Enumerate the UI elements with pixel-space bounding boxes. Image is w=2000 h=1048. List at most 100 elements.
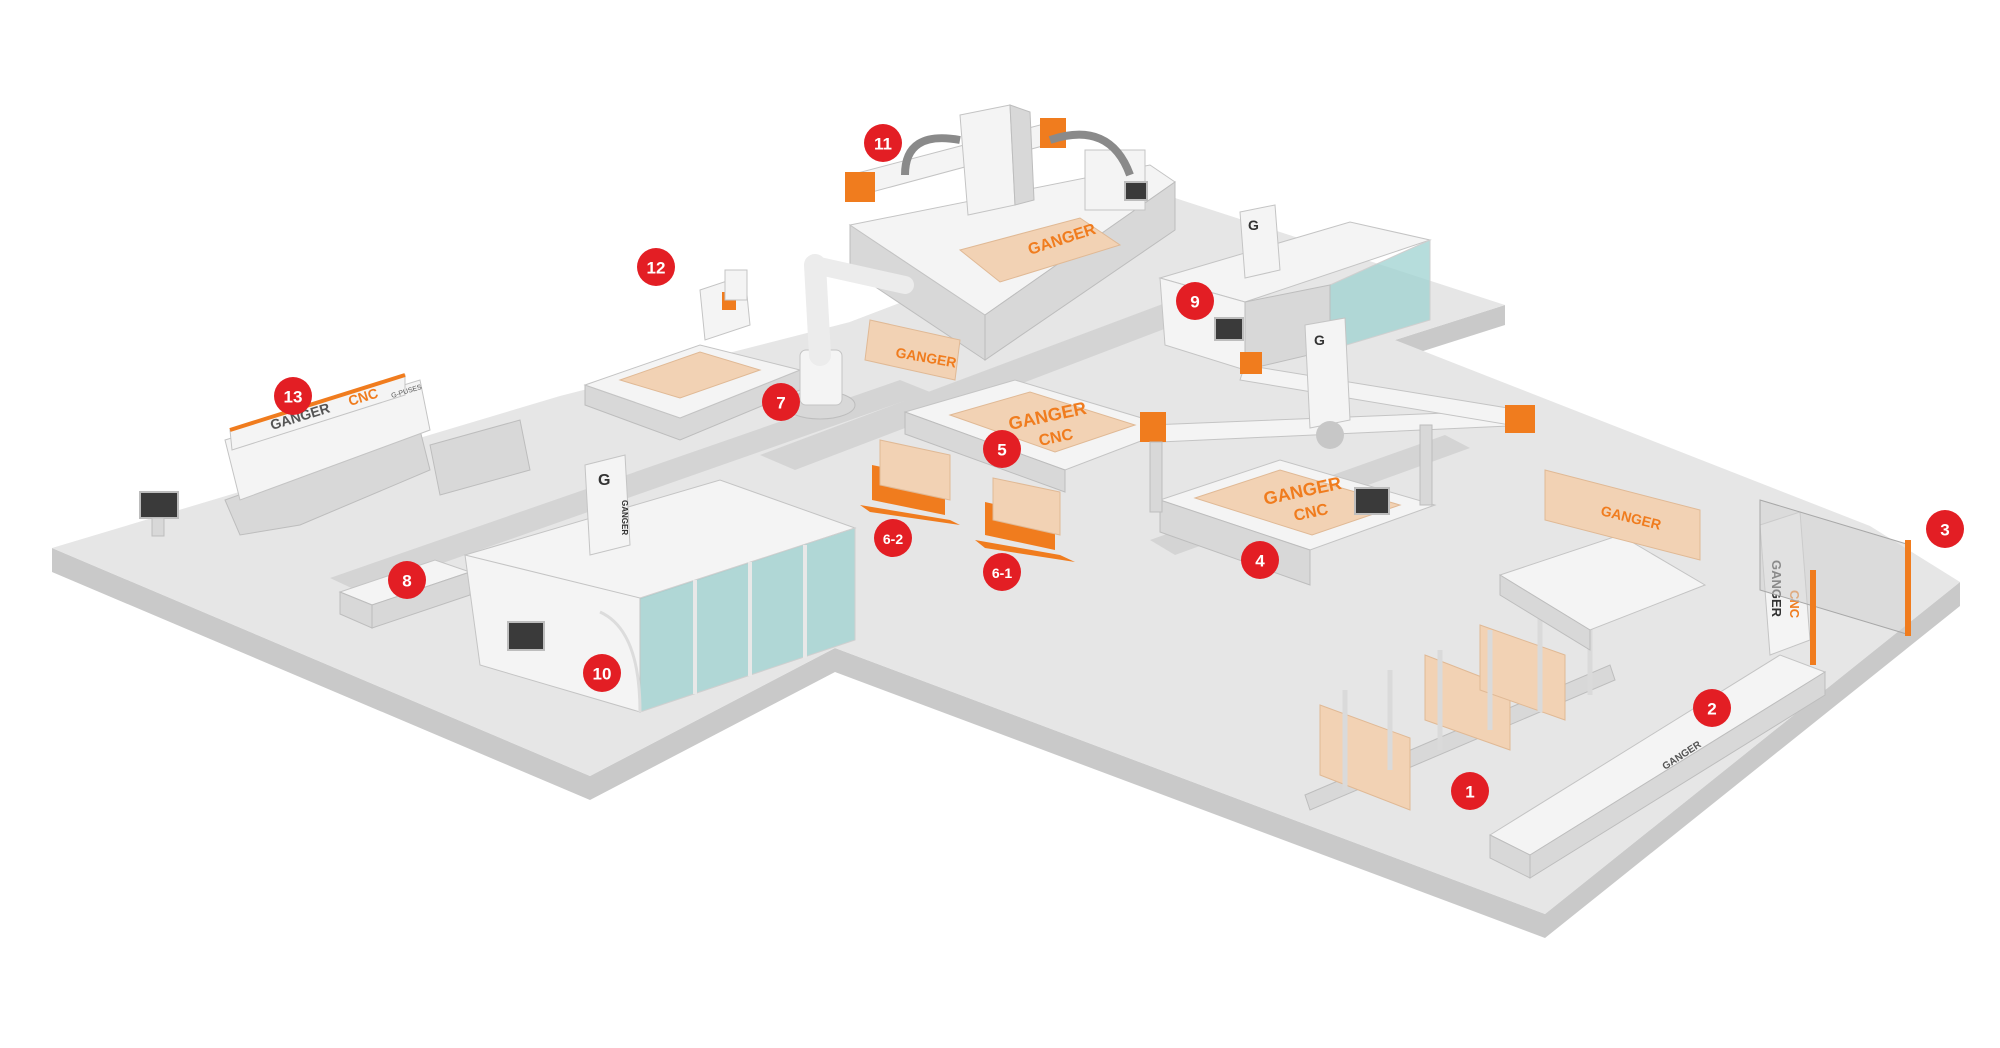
marker-3-circle — [1926, 510, 1964, 548]
marker-4-label: 4 — [1255, 552, 1265, 571]
machine-9-control-panel — [1214, 317, 1244, 341]
marker-7-label: 7 — [776, 394, 785, 413]
machine-3-safety-fence — [1759, 499, 1911, 665]
machine-4-slab — [1193, 469, 1402, 536]
machine-4-leg-left — [1149, 441, 1163, 513]
marker-11: 11 — [864, 124, 902, 162]
marker-4: 4 — [1241, 541, 1279, 579]
machine-13-control-stand — [151, 517, 165, 537]
marker-10-label: 10 — [593, 665, 612, 684]
marker-2-label: 2 — [1707, 700, 1716, 719]
marker-7-circle — [762, 383, 800, 421]
floor-side-right — [1545, 582, 1960, 938]
marker-6-1-label: 6-1 — [992, 565, 1012, 581]
marker-6-1: 6-1 — [983, 553, 1021, 591]
machine-3-fence-post-right — [1905, 540, 1911, 636]
marker-13-circle — [274, 377, 312, 415]
machine-4-gantry-corner-right — [1505, 405, 1535, 433]
floor-side-front — [590, 648, 835, 800]
machine-1-slab-rack — [1304, 590, 1616, 811]
machine-12-workpiece — [618, 351, 762, 399]
machine-11-spindle-side — [1009, 104, 1035, 206]
marker-4-circle — [1241, 541, 1279, 579]
machine-11-bridge-saw: GANGER — [845, 104, 1176, 361]
marker-2-circle — [1693, 689, 1731, 727]
marker-6-1-circle — [983, 553, 1021, 591]
machine-4-slab-logo-suffix: CNC — [1292, 501, 1330, 525]
marker-6-2-circle — [874, 519, 912, 557]
machine-2-tilt-table-front — [1499, 574, 1591, 651]
marker-9: 9 — [1176, 282, 1214, 320]
machine-11-spindle-head — [959, 104, 1016, 216]
machine-10-monogram: G — [598, 472, 610, 489]
marker-1: 1 — [1451, 772, 1489, 810]
marker-7: 7 — [762, 383, 800, 421]
machine-3-fence-post-left — [1810, 570, 1816, 665]
marker-5-label: 5 — [997, 441, 1006, 460]
machine-13-roller-table — [429, 419, 531, 496]
machine-10-column-label: GANGER — [620, 500, 629, 535]
machine-11-slab — [958, 217, 1122, 283]
machine-7-upper-arm — [806, 256, 914, 294]
machine-8-left — [339, 591, 373, 629]
marker-8-circle — [388, 561, 426, 599]
marker-10: 10 — [583, 654, 621, 692]
machine-4-gantry-corner-left — [1140, 412, 1166, 442]
marker-1-label: 1 — [1465, 783, 1474, 802]
machine-10-control-panel — [507, 621, 545, 651]
machine-4-control-panel — [1354, 487, 1390, 515]
easel-6-1-slab — [992, 477, 1061, 536]
easel-6-1 — [975, 477, 1075, 562]
machine-9-spindle-column — [1239, 204, 1281, 279]
marker-12-label: 12 — [647, 259, 666, 278]
marker-8: 8 — [388, 561, 426, 599]
track-main-lower — [330, 380, 930, 592]
marker-10-circle — [583, 654, 621, 692]
machine-10-spindle-column — [584, 454, 631, 556]
machine-4-monogram: G — [1314, 332, 1325, 348]
machine-11-control-screen — [1124, 181, 1148, 201]
marker-3: 3 — [1926, 510, 1964, 548]
floor-side-front-right — [835, 648, 1545, 938]
floor-side-back-right — [1395, 305, 1505, 360]
marker-3-label: 3 — [1940, 521, 1949, 540]
marker-8-label: 8 — [402, 572, 411, 591]
machine-13-edge-polisher: GANGER CNC G-PUSES — [139, 373, 531, 537]
easel-6-2-slab — [879, 439, 951, 501]
machine-11-gantry-corner-left — [845, 172, 875, 202]
machine-2-transfer-rail: GANGER GANGER GANGER CNC — [1488, 469, 1827, 879]
machine-10-end-curve — [599, 610, 642, 713]
machine-13-control-panel — [139, 491, 179, 519]
marker-1-circle — [1451, 772, 1489, 810]
machine-4-spindle-column — [1304, 317, 1351, 429]
marker-11-label: 11 — [874, 135, 892, 154]
machine-4-spindle-head — [1316, 421, 1344, 449]
marker-9-label: 9 — [1190, 293, 1199, 312]
machine-1-slab-back — [1479, 624, 1566, 721]
marker-5: 5 — [983, 430, 1021, 468]
machine-7-lower-arm — [804, 254, 831, 366]
marker-9-circle — [1176, 282, 1214, 320]
marker-13: 13 — [274, 377, 312, 415]
machine-4-leg-right — [1419, 424, 1433, 506]
marker-5-circle — [983, 430, 1021, 468]
machine-9-monogram: G — [1248, 217, 1259, 233]
marker-11-circle — [864, 124, 902, 162]
track-main-upper — [760, 290, 1235, 470]
marker-6-2-label: 6-2 — [883, 531, 903, 547]
floor-side-left — [52, 548, 590, 800]
marker-12-circle — [637, 248, 675, 286]
marker-12: 12 — [637, 248, 675, 286]
machine-7-robot-arm: GANGER — [784, 254, 961, 420]
machine-13-hood-accent — [229, 373, 406, 432]
marker-2: 2 — [1693, 689, 1731, 727]
machine-12-tool-head — [724, 269, 748, 301]
machine-11-cable-duct-2 — [1048, 130, 1134, 177]
machine-5-slab — [948, 391, 1137, 453]
marker-6-2: 6-2 — [874, 519, 912, 557]
machine-2-rail-side — [1529, 671, 1826, 879]
marker-13-label: 13 — [284, 388, 303, 407]
machine-4-gantry-corner-back — [1240, 352, 1262, 374]
